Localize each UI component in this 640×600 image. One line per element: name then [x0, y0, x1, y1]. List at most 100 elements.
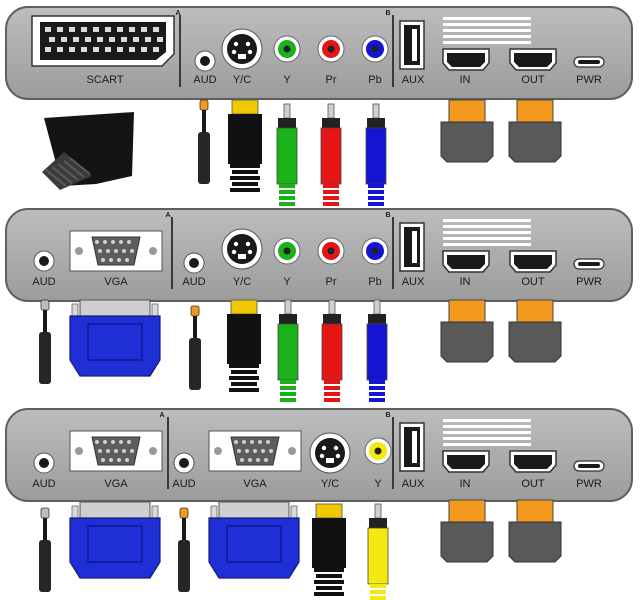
rca-rib — [369, 398, 385, 402]
audio-plug — [189, 305, 201, 390]
rca-tip — [328, 299, 336, 315]
vga-pin — [261, 449, 265, 453]
vga-pin — [248, 458, 252, 462]
vga-pin — [240, 458, 244, 462]
label-out: OUT — [521, 276, 545, 288]
rca-rib — [323, 202, 339, 206]
vga-pin — [114, 249, 118, 253]
audio-shaft — [43, 310, 47, 332]
label-aux: AUX — [402, 276, 425, 288]
vga-pin — [122, 249, 126, 253]
vga-pin — [95, 440, 99, 444]
label-vga: VGA — [104, 276, 128, 288]
rca-rib — [369, 392, 385, 396]
hdmi-plug-tip — [516, 99, 554, 123]
rca-rib — [324, 380, 340, 384]
svideo-plug-tip — [231, 99, 259, 115]
audio-shaft — [193, 316, 197, 338]
vent-slot — [443, 237, 531, 240]
hdmi-plug-body — [440, 121, 494, 163]
scart-pin — [141, 47, 147, 52]
scart-pin — [93, 27, 99, 32]
audio-jack-hole — [179, 458, 189, 468]
vga-port — [69, 430, 163, 472]
rca-rib — [370, 590, 386, 594]
hdmi-plug — [440, 499, 494, 563]
panel-2-cables — [39, 299, 562, 402]
rca-rib — [368, 196, 384, 200]
svideo-pin — [231, 249, 237, 255]
scart-pin — [129, 47, 135, 52]
vga-pin — [242, 440, 246, 444]
vga-screw — [288, 447, 296, 455]
vga-pin — [109, 458, 113, 462]
svideo-rib — [229, 376, 259, 380]
svideo-pin — [233, 41, 239, 47]
rca-rib — [279, 196, 295, 200]
label-scart: SCART — [86, 74, 123, 86]
vga-pin — [245, 449, 249, 453]
svideo-plug-tip — [315, 503, 343, 519]
rca-collar — [322, 118, 340, 128]
svideo-rib — [231, 382, 257, 386]
rca-rib — [368, 184, 384, 188]
audio-jack-hole — [39, 256, 49, 266]
svideo-pin — [247, 249, 253, 255]
svideo-key — [238, 254, 246, 259]
svideo-rib — [229, 364, 259, 368]
audio-plug — [39, 507, 51, 592]
vga-pin — [250, 440, 254, 444]
scart-pin — [49, 37, 55, 42]
rca-rib — [323, 196, 339, 200]
hdmi-plug-body — [440, 521, 494, 563]
scart-pin — [57, 47, 63, 52]
vent-slot — [443, 443, 531, 446]
rca-rib — [279, 190, 295, 194]
label-aud-left: AUD — [32, 276, 55, 288]
rca-plug — [320, 103, 342, 206]
vent-slot — [443, 29, 531, 32]
usb-tongue — [412, 231, 417, 263]
label-pwr: PWR — [576, 74, 602, 86]
vent-slot — [443, 225, 531, 228]
section-letter: A — [165, 212, 170, 219]
scart-pin — [117, 47, 123, 52]
rca-center — [283, 45, 291, 53]
scart-rib — [63, 160, 85, 178]
rca-rib — [280, 386, 296, 390]
hdmi-plug — [508, 99, 562, 163]
rca-plug — [321, 299, 343, 402]
svideo-rib — [229, 388, 259, 392]
scart-pin — [105, 47, 111, 52]
hdmi-plug-body — [508, 121, 562, 163]
vga-pin — [98, 249, 102, 253]
rca-plug — [277, 299, 299, 402]
vga-screw — [214, 447, 222, 455]
scart-pin — [109, 37, 115, 42]
label-y: Y — [283, 276, 291, 288]
rca-rib — [279, 184, 295, 188]
vga-port — [69, 230, 163, 272]
label-pwr: PWR — [576, 478, 602, 490]
vga-pin — [106, 449, 110, 453]
rca-center — [327, 247, 335, 255]
rca-tip — [374, 503, 382, 519]
label-in: IN — [460, 478, 471, 490]
scart-pin — [45, 47, 51, 52]
vga-pin — [119, 440, 123, 444]
section-letter: B — [385, 10, 390, 17]
svideo-rib — [314, 592, 344, 596]
label-y: Y — [374, 478, 382, 490]
vga-screw — [75, 447, 83, 455]
vga-plug-detail — [226, 525, 282, 563]
vga-pin — [258, 440, 262, 444]
rca-collar — [369, 518, 387, 528]
section-letter: A — [159, 412, 164, 419]
scart-port — [31, 15, 175, 67]
audio-shaft — [43, 518, 47, 540]
rca-body — [365, 127, 387, 185]
label-yc: Y/C — [321, 478, 339, 490]
svideo-rib — [230, 176, 260, 180]
